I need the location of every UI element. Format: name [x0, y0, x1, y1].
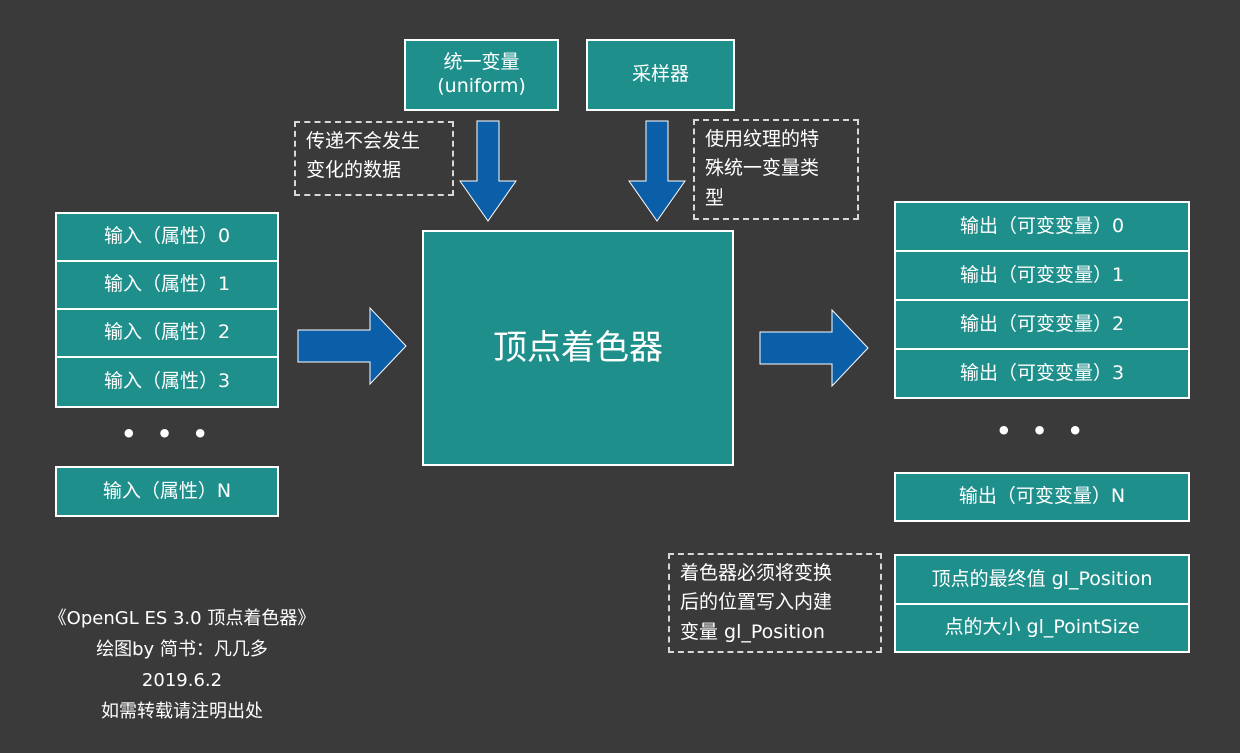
uniform-sublabel: (uniform) [437, 75, 526, 97]
uniform-note-line2: 变化的数据 [306, 159, 402, 182]
vertex-shader-box: 顶点着色器 [422, 230, 734, 466]
gl-position-label: 顶点的最终值 gl_Position [931, 567, 1153, 590]
builtin-note-line3: 变量 gl_Position [680, 620, 825, 643]
input-attribute-n: 输入（属性）N [55, 466, 279, 517]
output-varying-3: 输出（可变变量）3 [894, 348, 1190, 399]
uniform-label: 统一变量 [443, 51, 520, 74]
credit-caption: 《OpenGL ES 3.0 顶点着色器》 绘图by 简书：凡几多 2019.6… [28, 603, 336, 727]
input-attribute-label: 输入（属性）0 [103, 225, 231, 248]
gl-pointsize-box: 点的大小 gl_PointSize [894, 603, 1190, 653]
sampler-down-arrow [628, 120, 686, 222]
sampler-box: 采样器 [586, 39, 735, 111]
output-varying-1: 输出（可变变量）1 [894, 250, 1190, 301]
uniform-box: 统一变量 (uniform) [404, 39, 559, 111]
output-varying-label: 输出（可变变量）3 [959, 361, 1125, 384]
input-attribute-label: 输入（属性）2 [103, 321, 231, 344]
shader-to-output-arrow [759, 308, 869, 388]
output-varying-label: 输出（可变变量）0 [959, 214, 1125, 237]
input-to-shader-arrow [297, 306, 407, 386]
sampler-note: 使用纹理的特 殊统一变量类 型 [693, 119, 859, 220]
credit-author: 绘图by 简书：凡几多 [96, 639, 268, 660]
uniform-down-arrow [459, 120, 517, 222]
sampler-label: 采样器 [631, 63, 689, 86]
sampler-note-line1: 使用纹理的特 [705, 128, 820, 150]
output-ellipsis: • • • [996, 417, 1089, 445]
input-attribute-0: 输入（属性）0 [55, 212, 279, 262]
credit-date: 2019.6.2 [141, 670, 223, 691]
input-attribute-label: 输入（属性）N [102, 479, 232, 502]
vertex-shader-label: 顶点着色器 [493, 327, 663, 368]
output-varying-label: 输出（可变变量）N [958, 485, 1126, 508]
builtin-note: 着色器必须将变换 后的位置写入内建 变量 gl_Position [668, 553, 882, 653]
output-varying-0: 输出（可变变量）0 [894, 201, 1190, 252]
uniform-note-line1: 传递不会发生 [306, 130, 421, 152]
gl-position-box: 顶点的最终值 gl_Position [894, 554, 1190, 605]
builtin-note-line1: 着色器必须将变换 [680, 562, 833, 584]
input-attribute-label: 输入（属性）3 [103, 370, 231, 393]
sampler-note-line2: 殊统一变量类 [705, 157, 820, 180]
gl-pointsize-label: 点的大小 gl_PointSize [944, 616, 1140, 639]
output-varying-n: 输出（可变变量）N [894, 472, 1190, 522]
credit-title: 《OpenGL ES 3.0 顶点着色器》 [48, 608, 316, 629]
input-attribute-3: 输入（属性）3 [55, 356, 279, 408]
output-varying-2: 输出（可变变量）2 [894, 299, 1190, 350]
sampler-note-line3: 型 [705, 186, 725, 209]
input-attribute-1: 输入（属性）1 [55, 260, 279, 310]
output-varying-label: 输出（可变变量）2 [959, 312, 1125, 335]
uniform-note: 传递不会发生 变化的数据 [294, 121, 454, 196]
input-ellipsis: • • • [121, 420, 214, 448]
credit-notice: 如需转载请注明出处 [101, 701, 263, 722]
builtin-note-line2: 后的位置写入内建 [680, 591, 833, 614]
input-attribute-label: 输入（属性）1 [103, 273, 231, 296]
output-varying-label: 输出（可变变量）1 [959, 263, 1125, 286]
input-attribute-2: 输入（属性）2 [55, 308, 279, 358]
